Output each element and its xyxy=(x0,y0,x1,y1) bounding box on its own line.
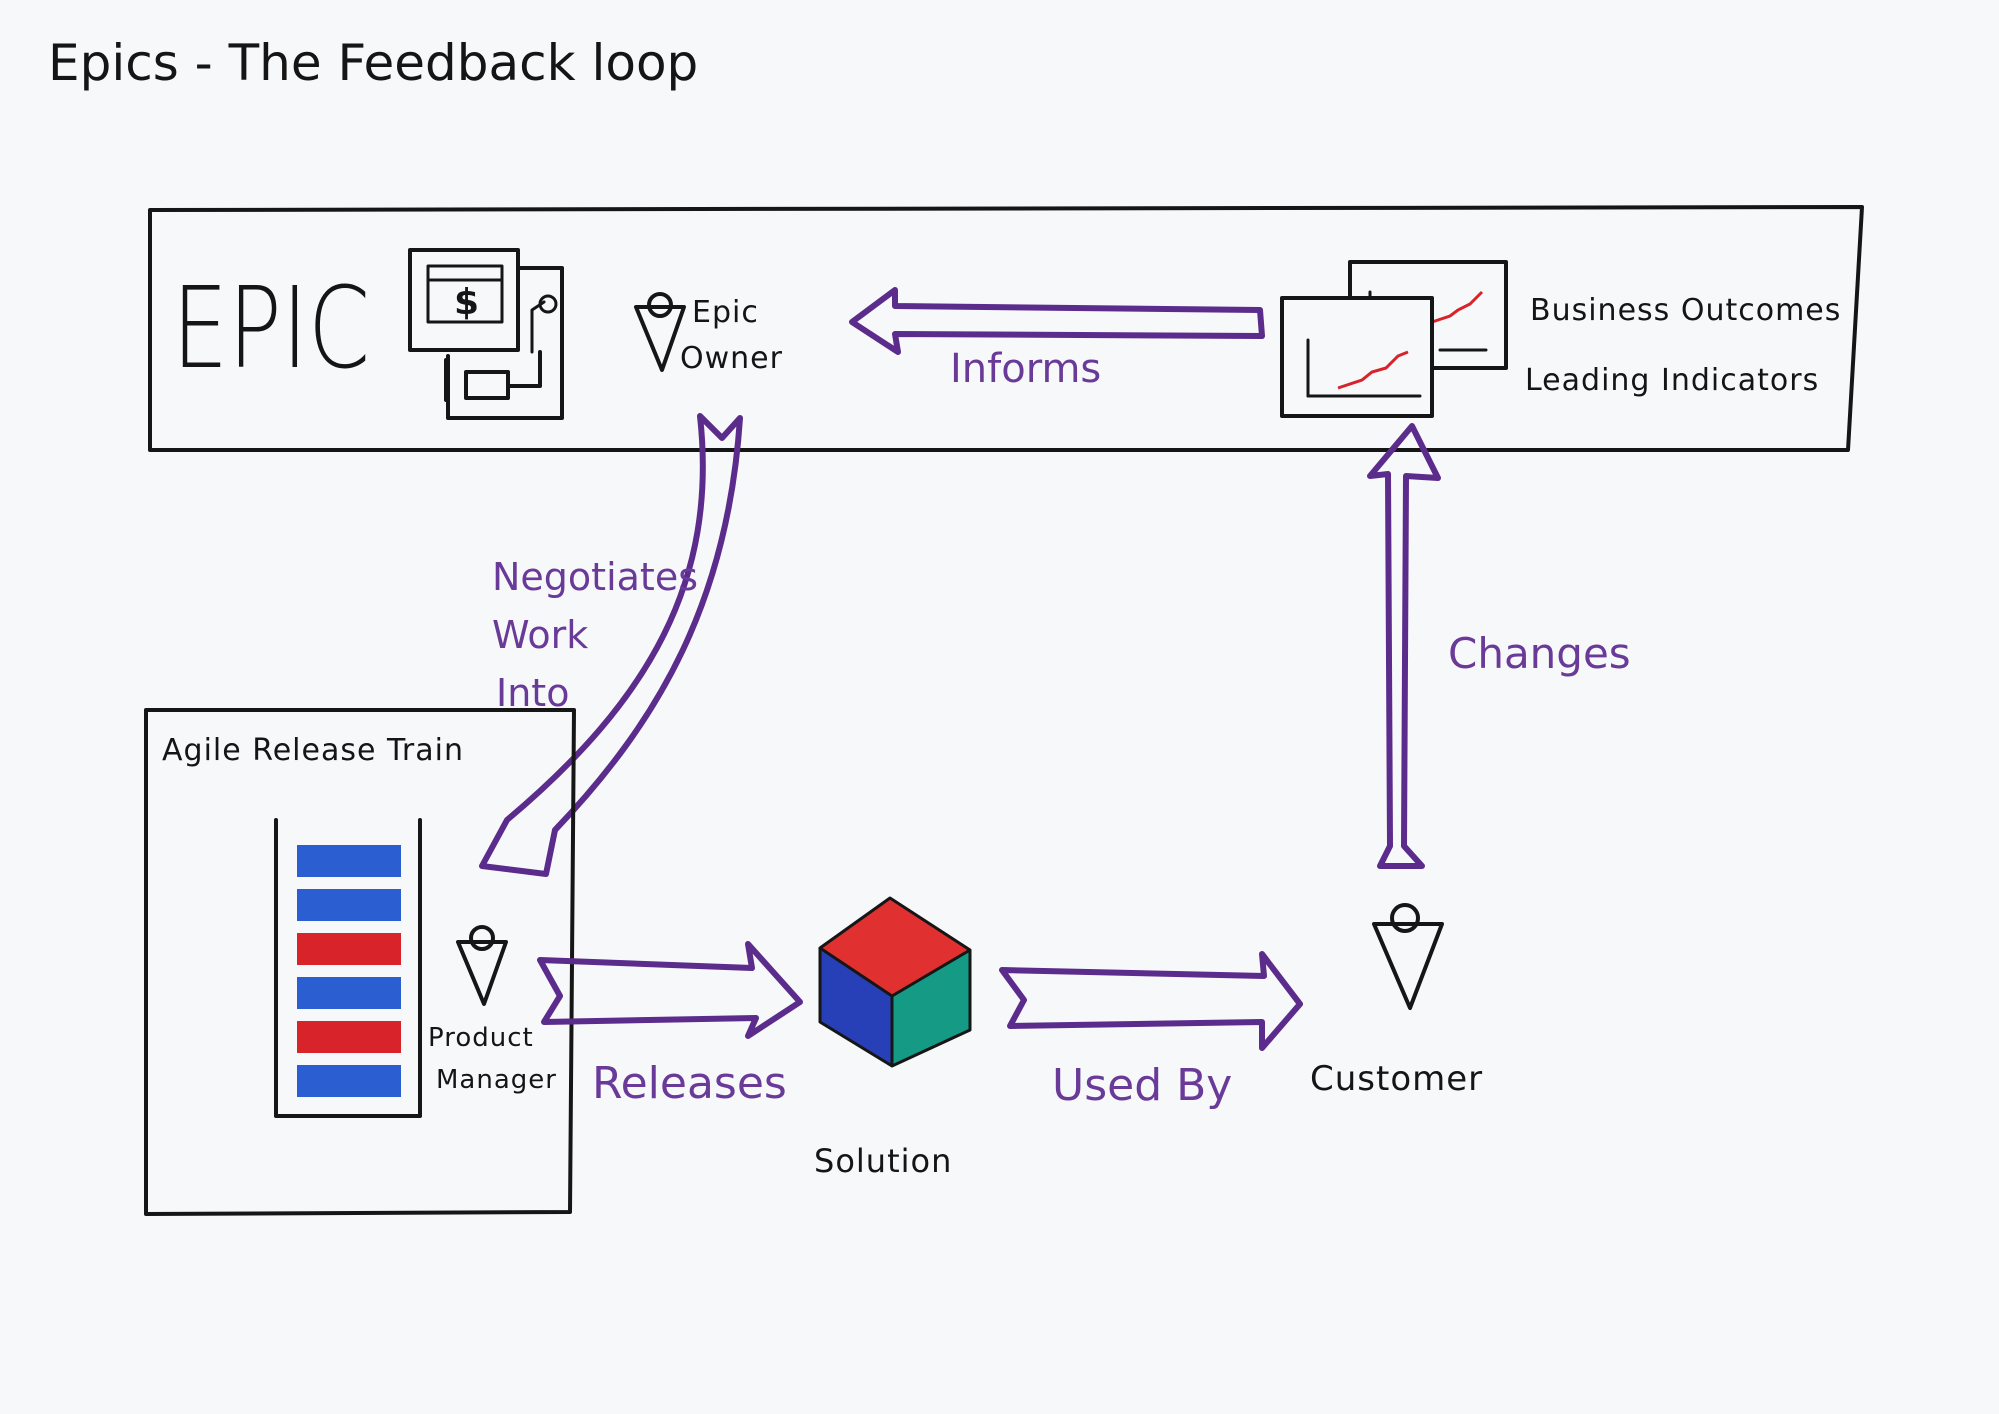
epic-label: EPIC xyxy=(172,264,370,394)
product-manager-line1: Product xyxy=(428,1023,534,1053)
negotiates-label-line3: Into xyxy=(496,671,569,715)
backlog-item xyxy=(297,1021,401,1053)
informs-arrow xyxy=(849,287,1265,355)
art-label: Agile Release Train xyxy=(162,733,464,768)
informs-label: Informs xyxy=(950,346,1101,392)
backlog-item xyxy=(297,933,401,965)
business-outcomes-chart-icon xyxy=(1280,260,1508,418)
backlog-item xyxy=(297,977,401,1009)
backlog-item xyxy=(297,845,401,877)
negotiates-label-line2: Work xyxy=(492,613,588,657)
epic-owner-line2: Owner xyxy=(680,341,783,376)
epic-owner-line1: Epic xyxy=(692,295,759,330)
business-outcomes-label: Business Outcomes xyxy=(1530,293,1841,328)
backlog-item xyxy=(297,1065,401,1097)
used-by-arrow xyxy=(999,951,1303,1051)
epic-box xyxy=(148,205,1864,452)
backlog-frame xyxy=(274,818,422,1118)
art-box xyxy=(144,708,576,1216)
releases-arrow xyxy=(537,941,803,1039)
backlog-items xyxy=(297,845,401,1097)
product-manager-icon xyxy=(456,925,508,1006)
customer-icon xyxy=(1372,903,1444,1010)
changes-label: Changes xyxy=(1448,629,1631,678)
leading-indicators-label: Leading Indicators xyxy=(1525,363,1819,398)
customer-label: Customer xyxy=(1310,1059,1483,1099)
changes-arrow xyxy=(1367,423,1441,869)
page-title: Epics - The Feedback loop xyxy=(48,34,698,92)
releases-label: Releases xyxy=(592,1058,787,1109)
used-by-label: Used By xyxy=(1052,1060,1232,1111)
solution-cube-icon xyxy=(818,896,972,1068)
backlog-item xyxy=(297,889,401,921)
negotiates-label-line1: Negotiates xyxy=(492,555,698,599)
svg-text:$: $ xyxy=(454,282,479,323)
epic-document-icon: $ xyxy=(408,248,564,420)
negotiates-arrow xyxy=(479,413,743,877)
solution-label: Solution xyxy=(814,1142,952,1180)
epic-owner-icon xyxy=(634,292,686,372)
product-manager-line2: Manager xyxy=(436,1065,557,1095)
